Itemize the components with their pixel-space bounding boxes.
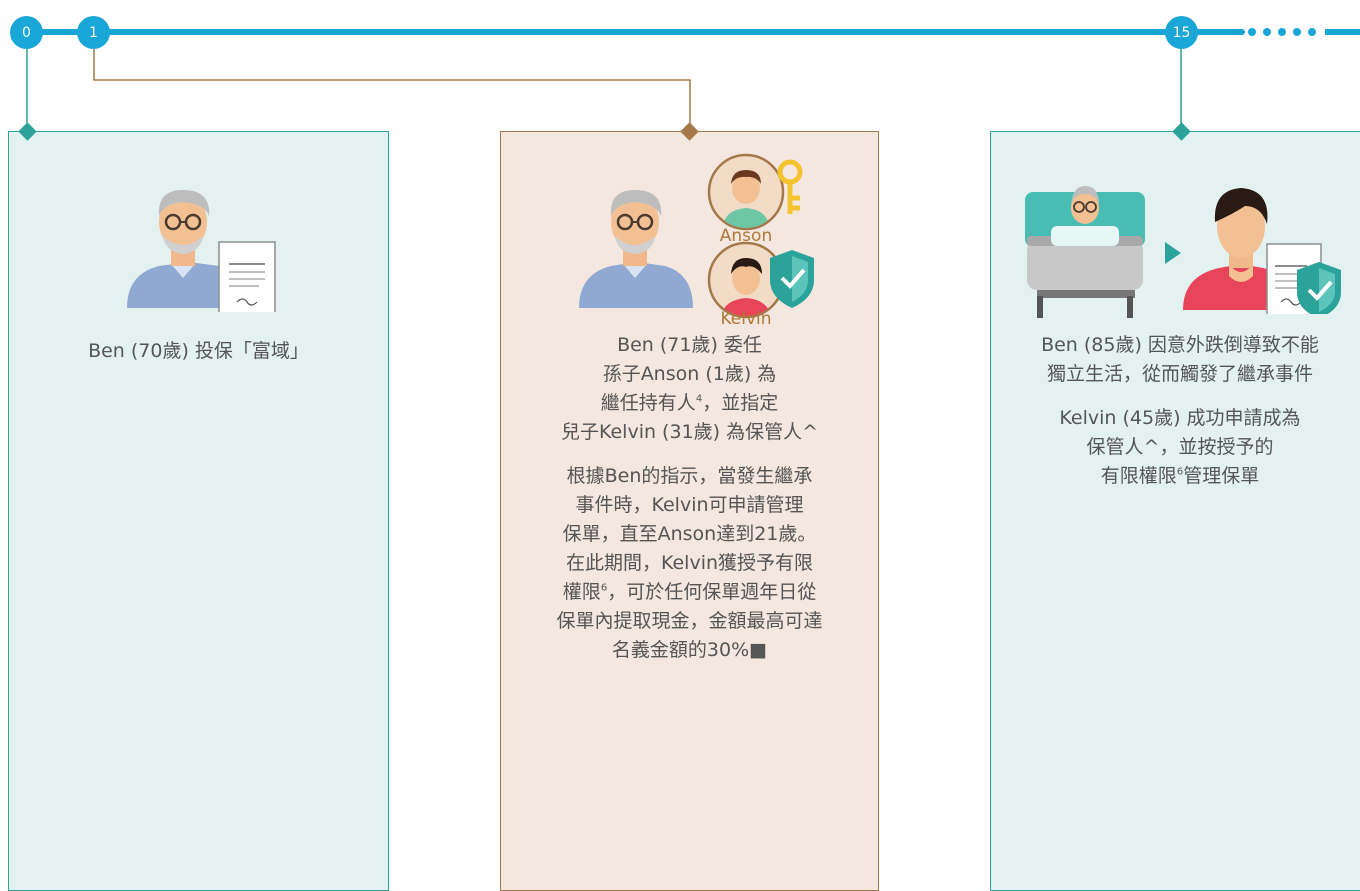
arrow-right-icon bbox=[1165, 242, 1181, 264]
grandfather-icon bbox=[579, 190, 693, 308]
anson-avatar-with-key-icon: Anson bbox=[707, 153, 803, 244]
kelvin-with-document-and-shield-icon bbox=[1183, 188, 1341, 314]
year-marker-15: 15 bbox=[1165, 16, 1198, 49]
kelvin-label: Kelvin bbox=[720, 309, 771, 326]
timeline-dot bbox=[1263, 28, 1271, 36]
timeline-dot bbox=[1308, 28, 1316, 36]
card-year-1: Anson Kelvin Ben (71歲) 委任 孫子Anson (1歲) 為… bbox=[500, 131, 879, 891]
timeline-dot bbox=[1293, 28, 1301, 36]
year-marker-1: 1 bbox=[77, 16, 110, 49]
timeline-dot bbox=[1278, 28, 1286, 36]
card2-text: Ben (85歲) 因意外跌倒導致不能 獨立生活，從而觸發了繼承事件 Kelvi… bbox=[1041, 334, 1319, 487]
card-year-0: Ben (70歲) 投保「富域」 bbox=[8, 131, 389, 891]
grandfather-with-document-icon bbox=[127, 190, 276, 312]
card0-text: Ben (70歲) 投保「富域」 bbox=[88, 340, 309, 362]
year-marker-0: 0 bbox=[10, 16, 43, 49]
card-year-15: Ben (85歲) 因意外跌倒導致不能 獨立生活，從而觸發了繼承事件 Kelvi… bbox=[990, 131, 1360, 891]
hospital-bed-icon bbox=[1025, 186, 1145, 318]
timeline-line-tail bbox=[1325, 29, 1360, 35]
card1-text: Ben (71歲) 委任 孫子Anson (1歲) 為 繼任持有人4，並指定 兒… bbox=[556, 334, 823, 661]
timeline-dot bbox=[1248, 28, 1256, 36]
connector-lines bbox=[26, 49, 1182, 131]
anson-label: Anson bbox=[720, 226, 772, 244]
timeline-line bbox=[30, 29, 1245, 35]
kelvin-avatar-with-shield-icon: Kelvin bbox=[707, 241, 814, 326]
